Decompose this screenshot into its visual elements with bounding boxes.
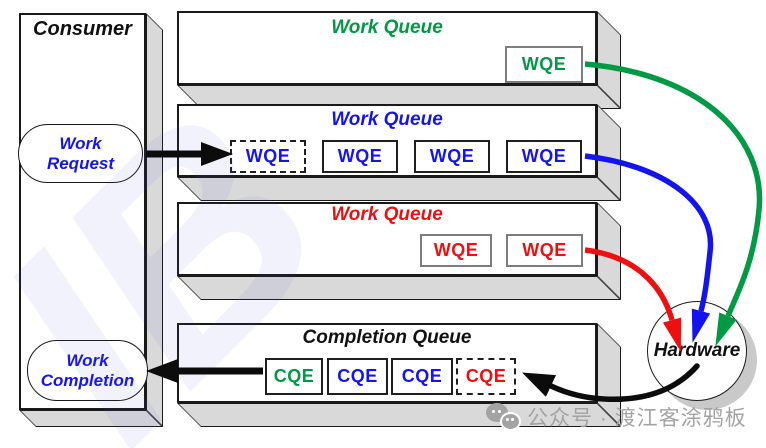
cqe-box-red-dashed: CQE bbox=[456, 358, 516, 395]
completion-queue-title: Completion Queue bbox=[302, 327, 472, 348]
wqe-box-blue: WQE bbox=[322, 140, 398, 173]
cqe-box-blue: CQE bbox=[327, 358, 388, 395]
work-queue-3-bottom bbox=[177, 276, 621, 300]
work-queue-3-title: Work Queue bbox=[331, 204, 443, 225]
wqe-box-red: WQE bbox=[420, 234, 492, 267]
work-request-oval: Work Request bbox=[18, 124, 143, 183]
work-queue-2-title: Work Queue bbox=[331, 109, 443, 130]
wqe-box-blue-dashed: WQE bbox=[230, 140, 306, 173]
wqe-box-blue: WQE bbox=[506, 140, 582, 173]
wqe-box-blue: WQE bbox=[414, 140, 490, 173]
hardware-circle: Hardware bbox=[647, 301, 747, 401]
consumer-box-side bbox=[146, 13, 163, 427]
cqe-box-blue: CQE bbox=[391, 358, 453, 395]
work-completion-oval: Work Completion bbox=[27, 340, 148, 401]
work-queue-2-bottom bbox=[177, 177, 621, 201]
cqe-box-green: CQE bbox=[265, 358, 323, 395]
consumer-box-bottom bbox=[19, 410, 163, 427]
wqe-box-green: WQE bbox=[505, 46, 583, 83]
consumer-label: Consumer bbox=[33, 18, 132, 40]
work-queue-1-title: Work Queue bbox=[331, 17, 443, 38]
completion-queue-bottom bbox=[177, 403, 621, 427]
wqe-box-red: WQE bbox=[506, 234, 583, 267]
